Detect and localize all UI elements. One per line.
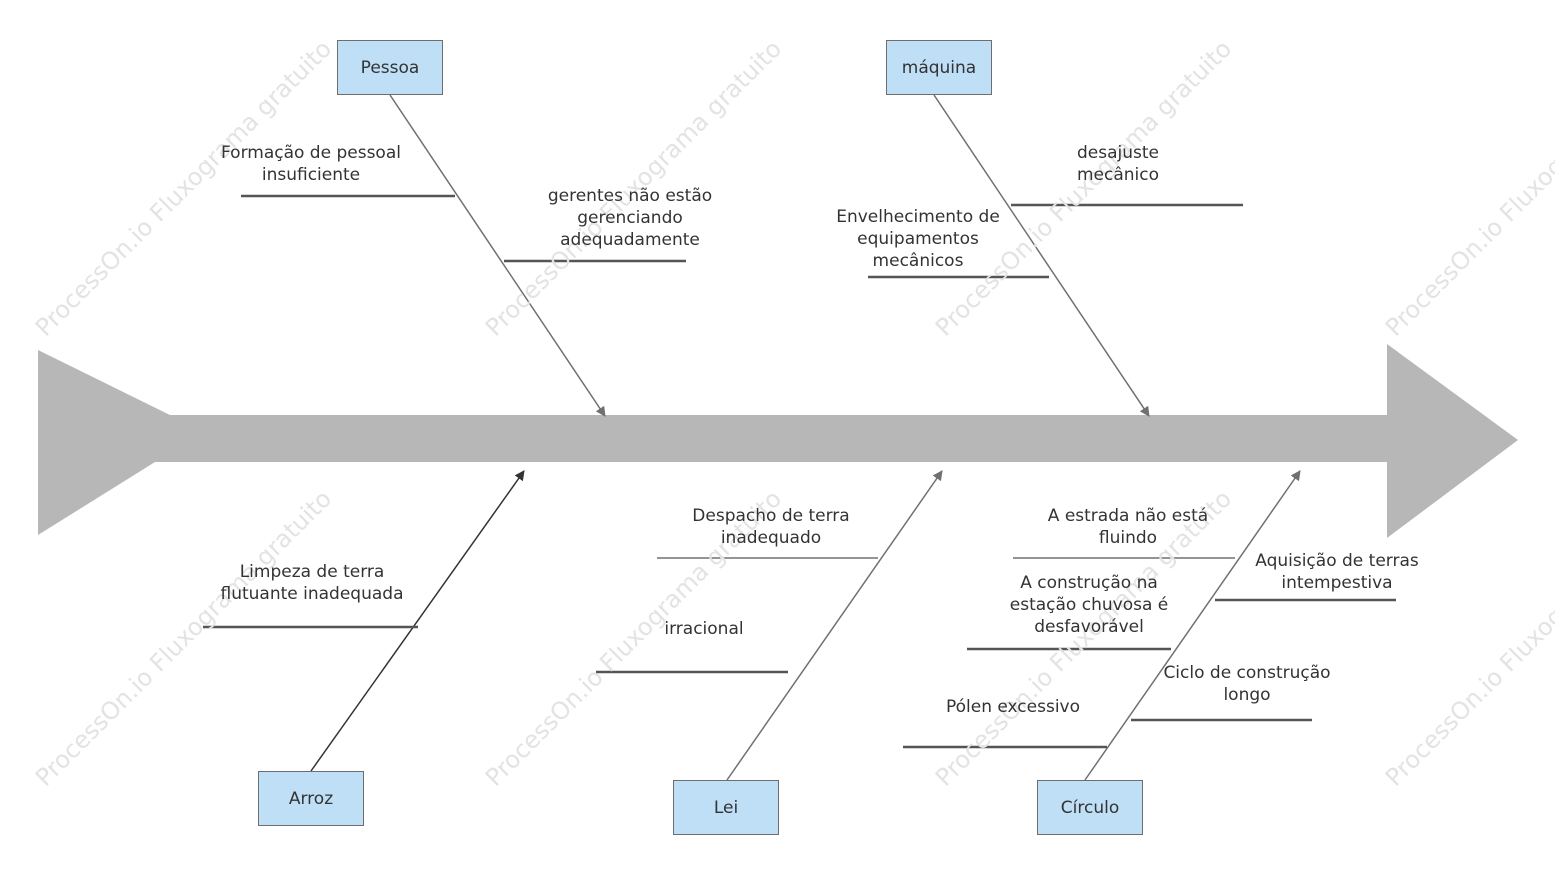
spine-tail (38, 350, 170, 535)
category-box-circulo[interactable]: Círculo (1037, 780, 1143, 835)
category-label-lei: Lei (713, 797, 739, 818)
category-label-maquina: máquina (901, 57, 977, 78)
branch-line-lei (726, 470, 943, 781)
cause-gerentes: gerentes não estão gerenciando adequadam… (547, 186, 713, 250)
branch-line-circulo (1084, 470, 1301, 781)
branch-line-maquina (933, 94, 1150, 417)
cause-estrada: A estrada não está fluindo (1047, 506, 1209, 548)
spine-bar (155, 415, 1395, 462)
fishbone-spine (38, 344, 1518, 538)
cause-limpeza: Limpeza de terra flutuante inadequada (220, 562, 404, 604)
cause-lines (203, 194, 1396, 749)
cause-aquisicao: Aquisição de terras intempestiva (1255, 551, 1419, 593)
cause-desajuste: desajuste mecânico (1076, 143, 1160, 185)
category-box-arroz[interactable]: Arroz (258, 771, 364, 826)
cause-polen: Pólen excessivo (945, 697, 1081, 717)
category-box-pessoa[interactable]: Pessoa (337, 40, 443, 95)
category-label-arroz: Arroz (288, 788, 334, 809)
cause-construcao-chuvosa: A construção na estação chuvosa é desfav… (1009, 573, 1169, 637)
category-label-circulo: Círculo (1060, 797, 1120, 818)
category-box-maquina[interactable]: máquina (886, 40, 992, 95)
cause-formacao: Formação de pessoal insuficiente (221, 143, 401, 185)
cause-despacho: Despacho de terra inadequado (692, 506, 850, 548)
spine-head-arrow (1387, 344, 1518, 538)
cause-irracional: irracional (664, 619, 744, 639)
category-label-pessoa: Pessoa (360, 57, 420, 78)
category-box-lei[interactable]: Lei (673, 780, 779, 835)
cause-envelhecimento: Envelhecimento de equipamentos mecânicos (836, 207, 1000, 271)
branch-line-arroz (310, 470, 525, 772)
cause-ciclo: Ciclo de construção longo (1163, 663, 1331, 705)
branch-line-pessoa (389, 94, 606, 417)
